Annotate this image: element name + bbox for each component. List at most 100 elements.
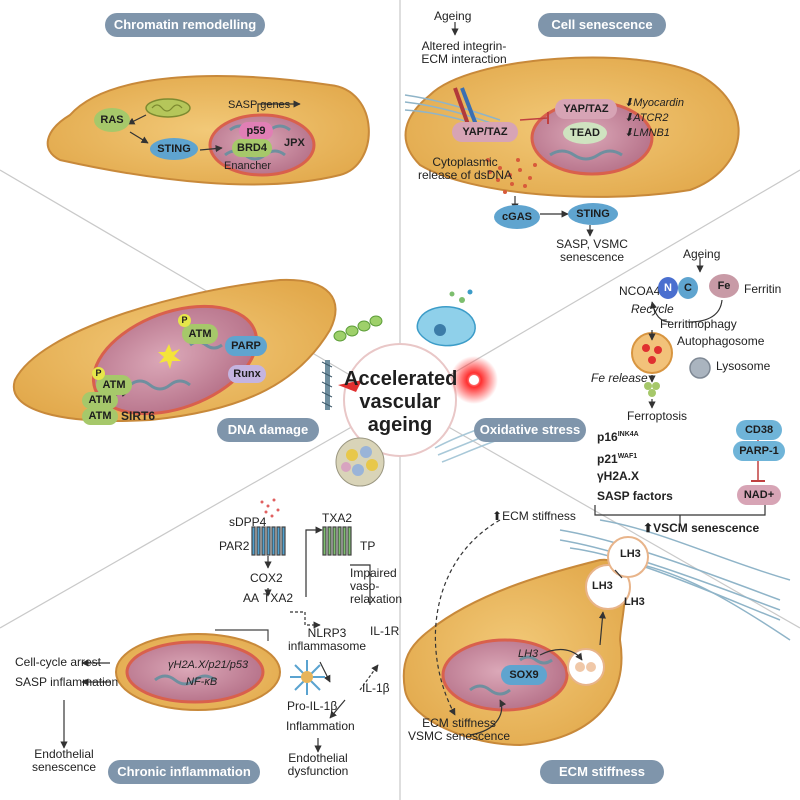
lh3-label-b: LH3 [620, 548, 641, 560]
impaired-line2: vaso- [350, 579, 380, 593]
nlrp3-inflammasome: NLRP3 inflammasome [282, 627, 372, 653]
dna-damage-cell [12, 278, 337, 422]
senescence-ageing: Ageing [434, 9, 472, 23]
lh3-label-c: LH3 [624, 596, 645, 608]
nad-protein: NAD+ [737, 485, 781, 505]
sasp-genes-label: SASP genes [228, 99, 291, 111]
inflammation-cell [60, 498, 379, 753]
p21-superscript: WAF1 [617, 453, 638, 460]
yaptaz-cytoplasmic: YAP/TAZ [452, 122, 518, 142]
myocardin-gene: ⬇Myocardin [624, 97, 684, 109]
sox9-protein: SOX9 [501, 665, 547, 685]
chromatin-cell [46, 75, 370, 186]
sirt6-label: SIRT6 [121, 409, 156, 423]
vscm-senescence-label: VSCM senescence [653, 521, 760, 535]
sasp-vsmc-line: SASP, VSMC [556, 237, 628, 251]
p21-marker: p21WAF1 [597, 450, 637, 466]
runx-protein: Runx [228, 365, 266, 383]
phospho-badge-1: P [178, 314, 191, 327]
actr2-label: ATCR2 [633, 112, 669, 124]
ecm-bottom-outcome: ECM stiffness VSMC senescence [406, 717, 512, 743]
ecm-cell [402, 519, 791, 747]
sdpp4-label: sDPP4 [229, 515, 267, 529]
txa2-top-label: TXA2 [322, 511, 353, 525]
yaptaz-nuclear: YAP/TAZ [555, 99, 617, 119]
center-decorations [321, 289, 499, 487]
sasp-inflammation-label: SASP inflammation [15, 675, 119, 689]
lh3-nuclear-label: LH3 [518, 648, 539, 660]
lmnb1-gene: ⬇LMNB1 [624, 127, 670, 139]
cox2-label: COX2 [250, 571, 283, 585]
ecm-bottom-line1: ECM stiffness [422, 716, 496, 730]
impaired-line3: relaxation [350, 592, 403, 606]
fe-ferritin: Fe [709, 274, 739, 298]
center-title-line2: vascular [359, 391, 441, 413]
ncoa4-c-domain: C [678, 277, 698, 299]
altered-line1: Altered integrin- [421, 39, 507, 53]
parp1-protein: PARP-1 [733, 441, 785, 461]
endo-sen-line2: senescence [31, 760, 97, 774]
p16-superscript: INK4A [617, 431, 639, 438]
endo-dys-line2: dysfunction [287, 764, 349, 778]
dsdna-release-label: Cytoplasmic release of dsDNA [410, 156, 520, 182]
panel-title-dna: DNA damage [217, 418, 319, 442]
myocardin-label: Myocardin [633, 97, 684, 109]
ecm-bottom-line2: VSMC senescence [407, 729, 511, 743]
lh3-label-a: LH3 [592, 580, 613, 592]
panel-title-senescence: Cell senescence [538, 13, 666, 37]
release-line1: Cytoplasmic [432, 155, 498, 169]
cd38-protein: CD38 [736, 420, 782, 440]
ncoa4-n-domain: N [658, 277, 678, 299]
phospho-badge-2: P [92, 367, 105, 380]
atm-protein-3: ATM [82, 392, 118, 409]
fe-release-label: Fe release [591, 371, 648, 385]
ncoa4-label: NCOA4 [619, 284, 661, 298]
ras-protein: RAS [94, 108, 130, 132]
senescence-output: SASP, VSMC senescence [552, 238, 632, 264]
lmnb1-label: LMNB1 [633, 127, 670, 139]
panel-title-chromatin: Chromatin remodelling [105, 13, 265, 37]
ferritinophagy-label: Ferritinophagy [660, 317, 737, 331]
endothelial-dysfunction: Endothelial dysfunction [276, 752, 360, 778]
txa2-label: TXA2 [263, 591, 294, 605]
p21-label: p21 [597, 452, 618, 466]
senescence-line: senescence [559, 250, 625, 264]
panel-title-oxidative: Oxidative stress [474, 418, 586, 442]
sting-protein-senescence: STING [568, 203, 618, 225]
senescence-altered-interaction: Altered integrin- ECM interaction [418, 40, 510, 66]
oxidative-artwork [594, 258, 766, 526]
nfkb-label: NF-κB [186, 676, 218, 688]
par2-label: PAR2 [219, 539, 250, 553]
parp-protein: PARP [225, 336, 267, 356]
nlrp3-line1: NLRP3 [307, 626, 347, 640]
il1r-label: IL-1R [370, 624, 400, 638]
oxidative-ageing: Ageing [683, 247, 721, 261]
p16-marker: p16INK4A [597, 428, 639, 444]
gh2ax-label: γH2A.X [597, 469, 640, 483]
endothelial-senescence: Endothelial senescence [24, 748, 104, 774]
pro-il1b-label: Pro-IL-1β [287, 699, 338, 713]
recycle-label: Recycle [631, 302, 674, 316]
lysosome-label: Lysosome [716, 359, 771, 373]
tp-label: TP [360, 539, 376, 553]
autophagosome-label: Autophagosome [677, 334, 765, 348]
center-title: Accelerated vascular ageing [344, 368, 457, 437]
panel-title-inflammation: Chronic inflammation [108, 760, 260, 784]
release-line2: release of dsDNA [417, 168, 513, 182]
ferroptosis-label: Ferroptosis [627, 409, 688, 423]
atm-protein-2: ATM [96, 375, 132, 395]
sasp-factors-label: SASP factors [597, 489, 673, 503]
impaired-vasorelaxation: Impaired vaso- relaxation [350, 567, 402, 606]
vscm-senescence: ⬆VSCM senescence [643, 521, 760, 535]
cell-cycle-arrest-label: Cell-cycle arrest [15, 655, 102, 669]
il1b-label: IL-1β [362, 681, 390, 695]
nlrp3-line2: inflammasome [287, 639, 367, 653]
p59-protein: p59 [239, 122, 273, 140]
aa-label: AA [243, 591, 260, 605]
enhancer-label: Enancher [224, 160, 272, 172]
atm-protein-4: ATM [82, 408, 118, 425]
panel-title-ecm: ECM stiffness [540, 760, 664, 784]
p16-label: p16 [597, 430, 618, 444]
